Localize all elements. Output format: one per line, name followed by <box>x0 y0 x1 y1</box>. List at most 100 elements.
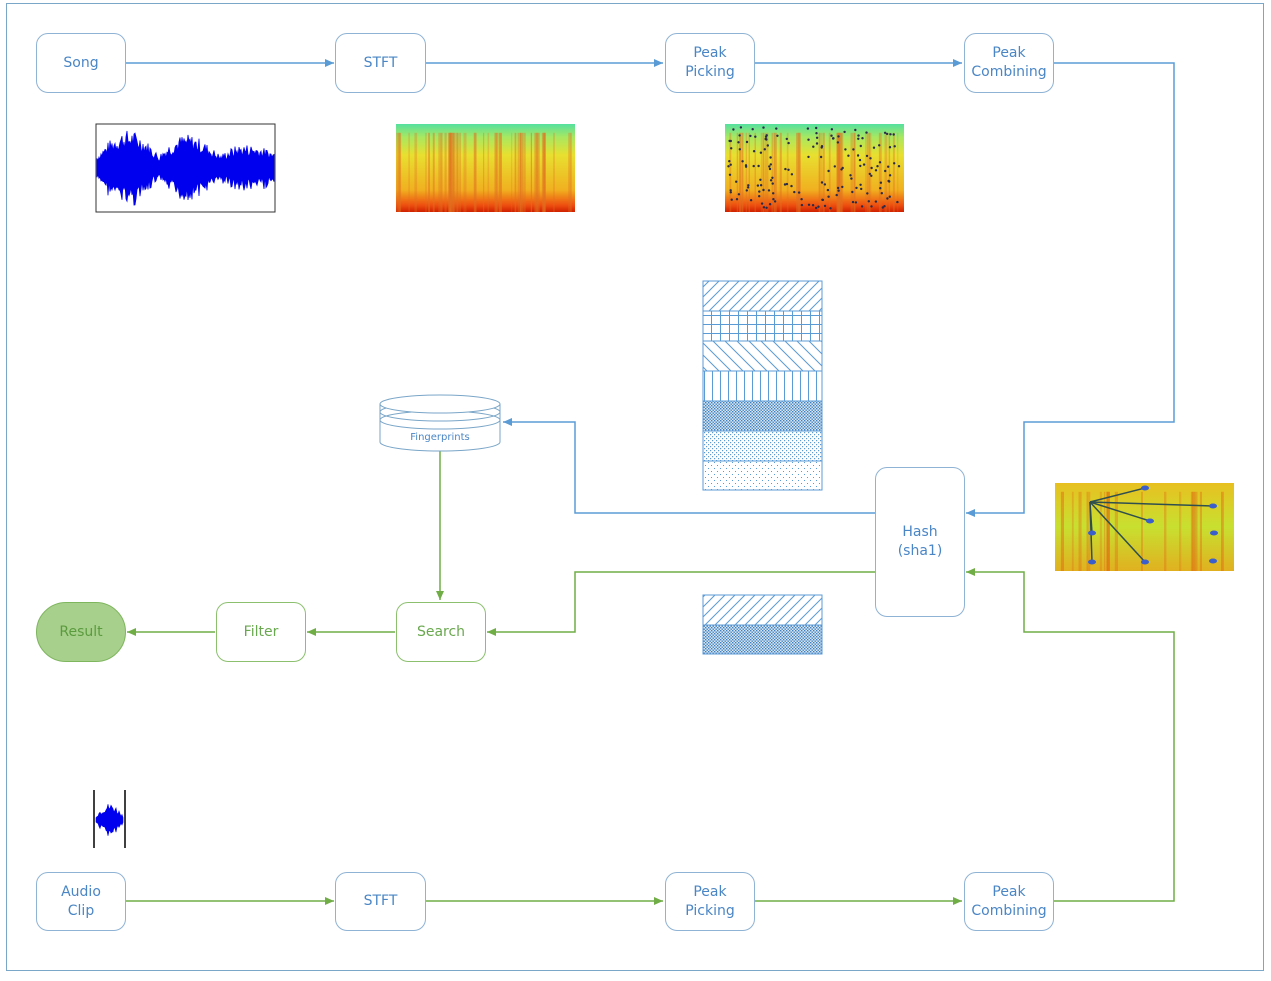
spectrogram-stripe <box>865 132 868 212</box>
peak-dot <box>728 160 731 163</box>
peak-dot <box>729 163 732 166</box>
peak-combining-node[interactable]: Peak Combining <box>964 33 1054 93</box>
hash-node[interactable]: Hash (sha1) <box>875 467 965 617</box>
peak-dot <box>764 135 768 138</box>
spectrogram-stripe <box>449 132 452 212</box>
peak-dot <box>860 187 863 191</box>
spectrogram-stripe <box>1087 491 1091 571</box>
peak-dot <box>897 165 901 168</box>
peak-dot <box>876 165 879 168</box>
spectrogram-stripe <box>1199 491 1202 571</box>
peak-dot <box>843 130 846 134</box>
spectrogram-stripe <box>1106 491 1108 571</box>
peak-dot <box>879 181 883 184</box>
spectrogram-stripe <box>396 132 399 212</box>
peak-dot <box>888 195 891 198</box>
peak-dot <box>893 162 896 165</box>
peak-dot <box>785 182 789 186</box>
spectrogram-stripe <box>765 132 769 212</box>
peak-dot <box>732 128 735 131</box>
peak-dot <box>854 128 857 132</box>
peak-dot <box>884 169 887 173</box>
peak-picking-node[interactable]: Peak Picking <box>665 33 755 93</box>
spectrogram-stripe <box>543 132 546 212</box>
result-node[interactable]: Result <box>36 602 126 662</box>
peak-dot <box>841 166 844 170</box>
peak-dot <box>807 155 810 159</box>
clip-peak-combining-node[interactable]: Peak Combining <box>964 872 1054 931</box>
peak-dot <box>790 184 793 188</box>
stft-spectrogram-image <box>396 124 575 212</box>
peak-dot <box>872 146 876 149</box>
clip-stft-node[interactable]: STFT <box>335 872 426 931</box>
peak-dot <box>787 141 790 145</box>
peak-dot <box>889 133 892 136</box>
audio-clip-node[interactable]: Audio Clip <box>36 872 126 931</box>
spectrogram-stripe <box>1060 491 1064 571</box>
peak-dot <box>883 131 887 134</box>
peak-dot <box>854 201 858 204</box>
peak-dot <box>859 183 862 186</box>
peak-dot <box>859 164 862 168</box>
peak-dot <box>820 181 824 184</box>
peak-dot <box>870 166 873 170</box>
peak-dot <box>762 188 765 192</box>
peak-dot <box>793 190 796 194</box>
peak-dot <box>831 137 835 140</box>
peak-dot <box>735 180 738 183</box>
spectrogram-stripe <box>530 132 532 212</box>
peak-dot <box>763 148 766 151</box>
spectrogram-stripe <box>494 132 498 212</box>
peak-dot <box>893 145 896 148</box>
peak-dot <box>790 173 794 176</box>
peak-dot <box>744 164 748 167</box>
song-node[interactable]: Song <box>36 33 126 93</box>
spectrogram-stripe <box>729 132 732 212</box>
filter-node[interactable]: Filter <box>216 602 306 662</box>
spectrogram-stripe <box>772 132 776 212</box>
peak-dot <box>759 184 763 187</box>
spectrogram-stripe <box>500 132 502 212</box>
spectrogram-stripe <box>495 132 498 212</box>
spectrogram-stripe <box>438 132 442 212</box>
peak-dot <box>783 183 787 186</box>
spectrogram-stripe <box>760 132 764 212</box>
peak-dot <box>797 191 801 194</box>
peak-dot <box>819 155 823 159</box>
spectrogram-stripe <box>836 132 838 212</box>
spectrogram-stripe <box>754 132 756 212</box>
peak-dot <box>728 139 731 143</box>
peak-dot <box>745 140 749 144</box>
peak-dot <box>859 144 862 148</box>
peak-dot <box>760 202 764 205</box>
peak-dot <box>827 195 830 198</box>
spectrogram-stripe <box>553 132 555 212</box>
peak-dot <box>772 192 775 195</box>
peak-dot <box>823 183 827 186</box>
peak-dot <box>865 154 869 158</box>
peak-dot <box>785 137 788 141</box>
spectrogram-stripe <box>523 132 526 212</box>
peak-dot <box>851 190 854 194</box>
peak-dot <box>817 205 820 208</box>
peak-dot <box>771 176 774 179</box>
spectrogram-stripe <box>797 132 801 212</box>
spectrogram-stripe <box>432 132 435 212</box>
spectrogram-stripe <box>448 132 451 212</box>
spectrogram-stripe <box>1194 491 1196 571</box>
spectrogram-stripe <box>878 132 882 212</box>
peak-dot <box>727 165 730 168</box>
peak-dot <box>767 189 771 192</box>
peak-dot <box>857 134 860 137</box>
peak-dot <box>749 134 752 138</box>
spectrogram-stripe <box>474 132 477 212</box>
peak-dot <box>836 186 840 190</box>
peak-dot <box>737 193 741 196</box>
spectrogram-stripe <box>1106 491 1110 571</box>
stft-node[interactable]: STFT <box>335 33 426 93</box>
peak-dot <box>746 186 750 189</box>
clip-peak-picking-node[interactable]: Peak Picking <box>665 872 755 931</box>
peak-dot <box>771 182 774 185</box>
search-node[interactable]: Search <box>396 602 486 662</box>
peak-dot <box>860 205 864 208</box>
